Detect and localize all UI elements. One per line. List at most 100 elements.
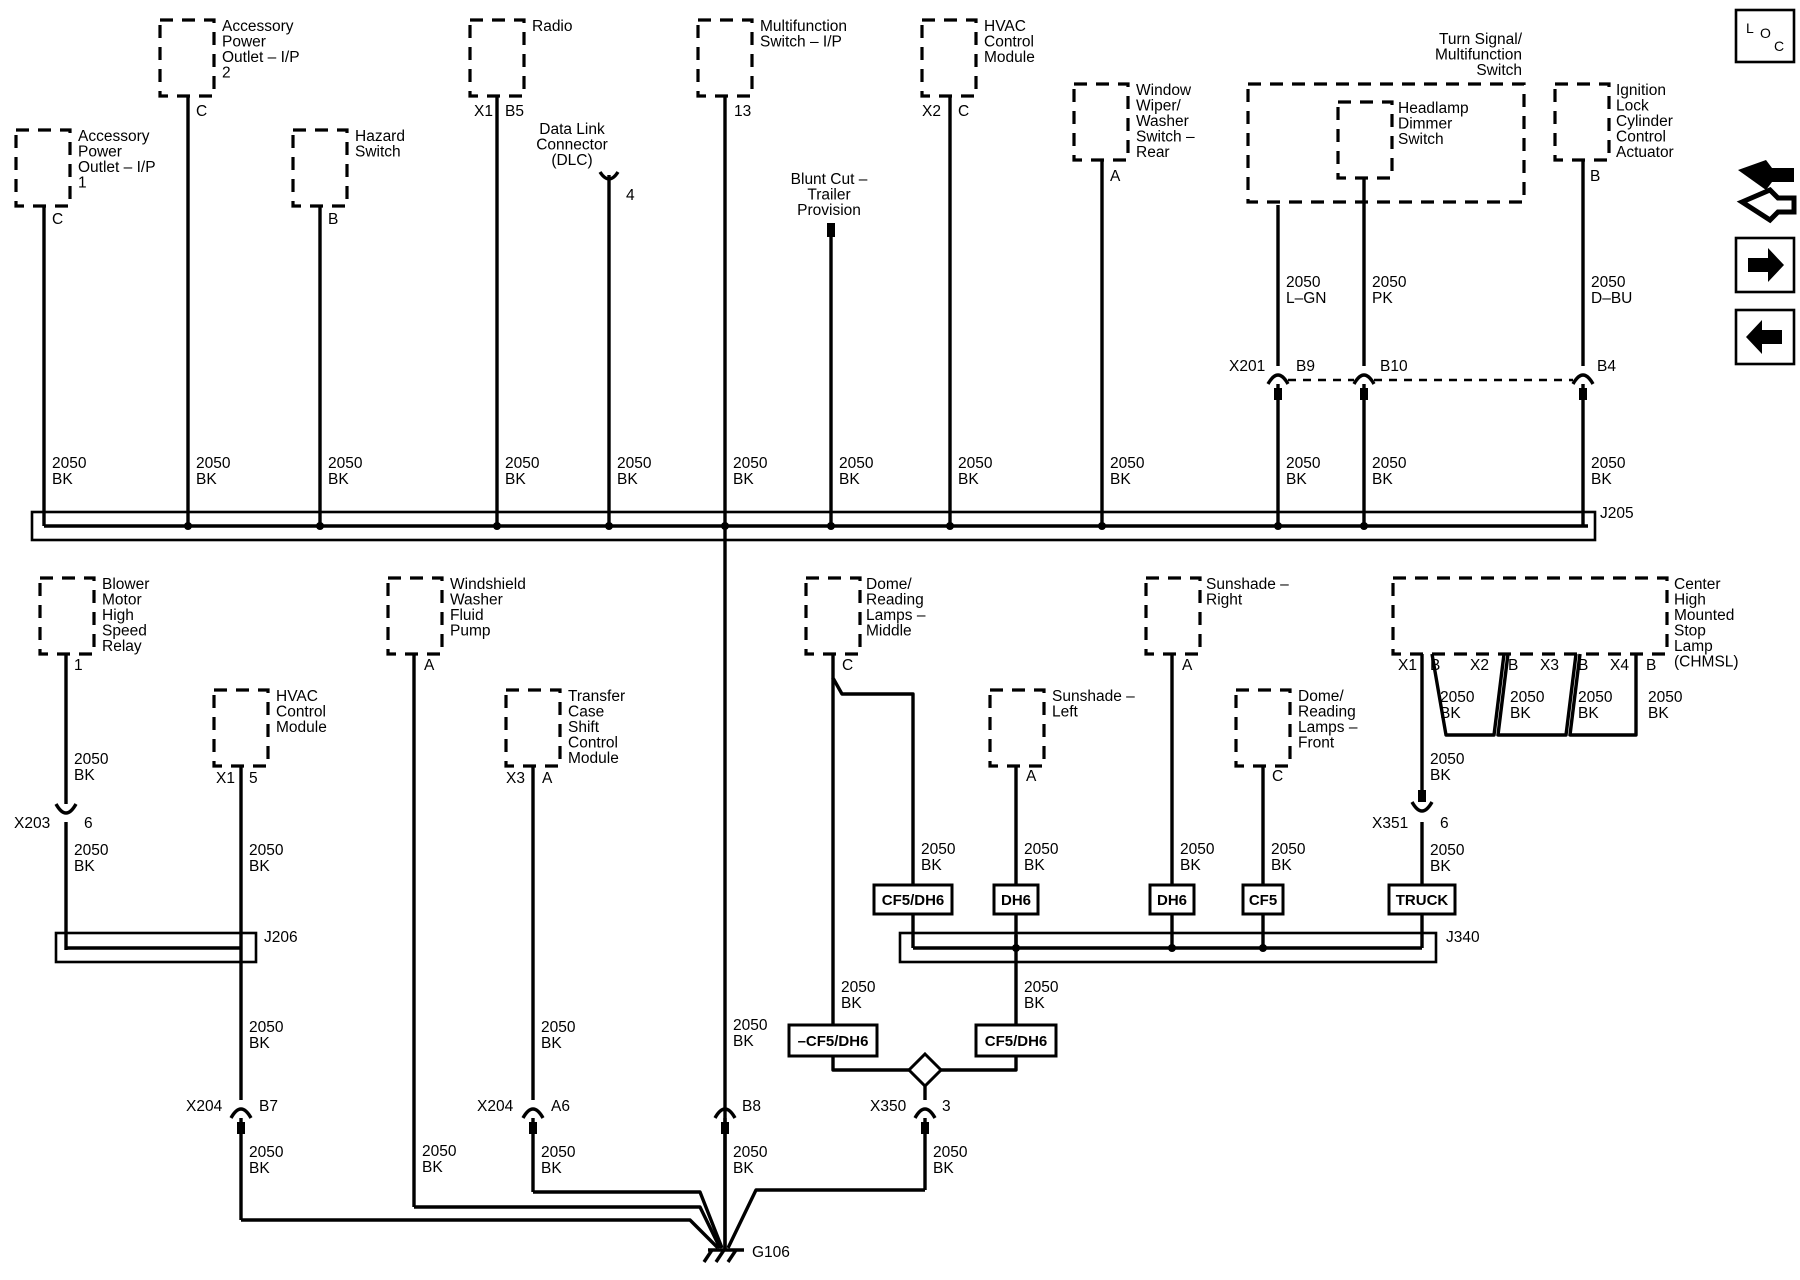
- wire-label-text: BK: [921, 857, 942, 874]
- wire-label-text: –CF5/DH6: [798, 1033, 869, 1050]
- wire-label-text: 2050: [1430, 751, 1465, 768]
- previous-page-button[interactable]: [1734, 308, 1796, 366]
- wire-label-text: BK: [249, 1160, 270, 1177]
- wire-label-text: BK: [1271, 857, 1292, 874]
- wire-label-text: BK: [1110, 471, 1131, 488]
- pin-connector: X2: [1470, 657, 1489, 674]
- pin-label: C: [958, 103, 969, 120]
- wire-label-text: 2050: [1648, 689, 1683, 706]
- option-box-dh6-right: DH6: [1148, 883, 1196, 916]
- pin-label: B8: [742, 1098, 761, 1115]
- loc-button[interactable]: L O C: [1734, 8, 1796, 64]
- wire-label-text: BK: [1286, 471, 1307, 488]
- pin-connector: X3: [506, 770, 525, 787]
- pin-label: A: [1182, 657, 1193, 674]
- pin-label: C: [52, 211, 63, 228]
- pin-label: B: [1508, 657, 1518, 674]
- pin-label: B4: [1597, 358, 1616, 375]
- pin-label: B: [1646, 657, 1656, 674]
- option-box-dh6-left: DH6: [992, 883, 1040, 916]
- splice-j340: J340: [898, 914, 1480, 964]
- wire-label-text: TRUCK: [1396, 892, 1449, 909]
- connector-x203: X203 6: [14, 803, 93, 832]
- pin-connector: X4: [1610, 657, 1629, 674]
- wire-label-text: BK: [1024, 995, 1045, 1012]
- wire-label-text: BK: [74, 858, 95, 875]
- wire-label-text: 2050: [1024, 841, 1059, 858]
- wire-label-text: 2050: [328, 455, 363, 472]
- option-box-cf5: CF5: [1241, 883, 1285, 916]
- next-page-button[interactable]: [1734, 236, 1796, 294]
- component-label: Sunshade –Left: [1052, 688, 1135, 721]
- wire-label-text: 2050: [1286, 274, 1321, 291]
- wire-label-text: L: [1746, 20, 1754, 36]
- wire-label-text: BK: [1372, 471, 1393, 488]
- option-box-cf5-dh6-lower: CF5/DH6: [974, 1023, 1058, 1058]
- pin-label: B7: [259, 1098, 278, 1115]
- wire-label-text: BK: [733, 1033, 754, 1050]
- pin-label: B9: [1296, 358, 1315, 375]
- wire-label-text: BK: [74, 767, 95, 784]
- splice-diamond: [906, 1051, 944, 1089]
- wire-label-text: BK: [1180, 857, 1201, 874]
- j205-junctions: [184, 522, 1368, 530]
- pin-connector: X2: [922, 103, 941, 120]
- connector-label: X203: [14, 815, 50, 832]
- wire-label-text: 2050: [839, 455, 874, 472]
- wire-label-text: 2050: [1372, 274, 1407, 291]
- wire-label-text: BK: [933, 1160, 954, 1177]
- connector-label: X351: [1372, 815, 1408, 832]
- wire-label-text: 2050: [1591, 274, 1626, 291]
- wire-label-text: 2050: [249, 1144, 284, 1161]
- harness-connector-icon[interactable]: [1736, 160, 1797, 224]
- connector-label: X201: [1229, 358, 1265, 375]
- pin-label: 5: [249, 770, 258, 787]
- wire-label-text: 2050: [422, 1143, 457, 1160]
- pin-label: 4: [626, 187, 635, 204]
- option-boxes: CF5/DH6 DH6 DH6 CF5 TRUCK –CF5/DH6 CF5/D…: [787, 883, 1457, 1058]
- wire-label-text: 2050: [1110, 455, 1145, 472]
- pin-label: A: [542, 770, 553, 787]
- pin-label: 3: [942, 1098, 951, 1115]
- pin-label: C: [1272, 768, 1283, 785]
- pin-label: B10: [1380, 358, 1408, 375]
- connector-x201: X201 B9 B10 B4: [1229, 358, 1616, 400]
